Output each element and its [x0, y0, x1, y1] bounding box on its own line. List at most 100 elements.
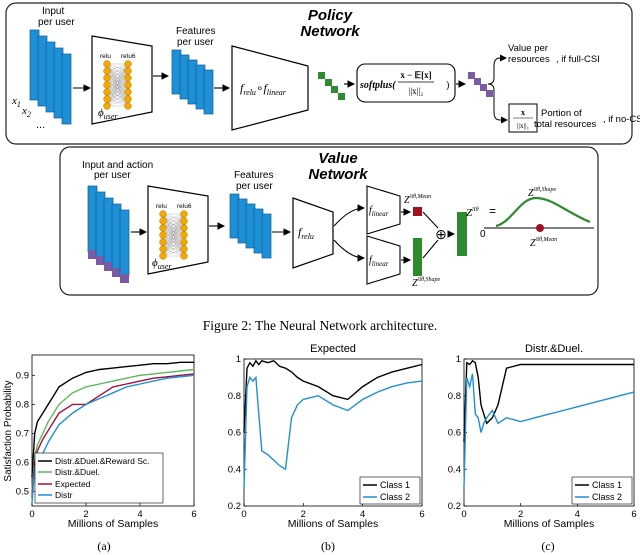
- value-features-label-1: Features: [234, 170, 273, 181]
- policy-input-stack: [29, 29, 72, 125]
- value-z-total-bar: [457, 212, 467, 256]
- chart-b-sublabel: (b): [321, 539, 335, 553]
- chart-c-ytick: 0.4: [448, 464, 461, 475]
- chart-b-legend-2: Class 2: [380, 492, 410, 502]
- svg-text:): ): [446, 80, 449, 91]
- policy-x2-label: x2: [21, 105, 31, 119]
- chart-a-xtick: 6: [191, 509, 196, 520]
- chart-c-ytick: 0.2: [448, 501, 461, 512]
- chart-b-title: Expected: [310, 343, 356, 355]
- chart-a-ytick: 0.6: [16, 457, 29, 468]
- neuron-node: [103, 67, 111, 75]
- svg-text:x − 𝔼[x]: x − 𝔼[x]: [400, 70, 431, 80]
- chart-b-xtick: 2: [301, 509, 306, 520]
- neuron-node: [159, 238, 167, 246]
- chart-a-legend: Distr.&Duel.&Reward Sc. Distr.&Duel. Exp…: [34, 452, 164, 504]
- value-features-stack: [229, 193, 272, 259]
- chart-a-xtick: 4: [137, 509, 142, 520]
- value-dist-curve: [495, 196, 591, 228]
- policy-portion-2: total resources: [534, 119, 597, 130]
- svg-text:||x||₁: ||x||₁: [517, 121, 530, 130]
- chart-c-ytick: 1: [456, 354, 461, 365]
- policy-portion-1: Portion of: [541, 108, 582, 119]
- value-title-line2: Network: [308, 166, 368, 183]
- neuron-node: [103, 88, 111, 96]
- policy-network-frame: [5, 2, 633, 145]
- value-dist-mean-label: Zπθ,Mean: [530, 235, 557, 249]
- value-flinear-bottom: flinear: [366, 235, 401, 285]
- policy-features-stack: [171, 49, 214, 115]
- neuron-node: [180, 231, 188, 239]
- policy-input-label-1: Input: [42, 6, 64, 17]
- value-z-mean-label: Zπθ,Mean: [404, 192, 431, 206]
- value-plus-symbol: ⊕: [435, 226, 447, 242]
- svg-text:||x||₂: ||x||₂: [409, 86, 424, 96]
- value-zero-label: 0: [480, 229, 486, 240]
- value-z-shape-label: Zπθ,Shape: [412, 275, 441, 289]
- policy-relu-label: relu: [100, 53, 111, 60]
- chart-a-sublabel: (a): [97, 539, 110, 553]
- neuron-node: [124, 60, 132, 68]
- chart-a-xtick: 0: [29, 509, 34, 520]
- neuron-node: [124, 88, 132, 96]
- value-input-stack: [87, 185, 130, 283]
- policy-phi-user-block: relu relu6 ϕuser: [91, 35, 153, 125]
- value-dist-shape-label: Zπθ,Shape: [528, 185, 557, 199]
- value-relu6-label: relu6: [177, 203, 192, 210]
- neuron-node: [180, 217, 188, 225]
- policy-green-output: [318, 72, 345, 100]
- svg-text:softplus(: softplus(: [359, 80, 396, 91]
- policy-dots: ...: [36, 119, 45, 131]
- chart-a: Satisfaction Probability Millions of Sam…: [3, 354, 197, 553]
- chart-a-ylabel: Satisfaction Probability: [3, 380, 14, 481]
- chart-b-xtick: 6: [419, 509, 424, 520]
- chart-c-xtick: 4: [575, 509, 580, 520]
- chart-b-ytick: 1: [236, 354, 241, 365]
- chart-a-legend-1: Distr.&Duel.&Reward Sc.: [55, 456, 149, 466]
- value-relu-label: relu: [156, 203, 167, 210]
- chart-c-legend-1: Class 1: [592, 480, 622, 490]
- value-frelu-block: frelu: [292, 197, 334, 269]
- value-z-shape-bar: [413, 238, 422, 276]
- svg-text:flinear: flinear: [369, 205, 389, 218]
- chart-a-xlabel: Millions of Samples: [68, 518, 158, 530]
- neuron-node: [159, 224, 167, 232]
- policy-title-line2: Network: [300, 23, 360, 40]
- chart-a-ytick: 0.8: [16, 399, 29, 410]
- chart-a-series-line: [31, 361, 194, 478]
- value-input-label-1: Input and action: [82, 160, 153, 171]
- neuron-node: [159, 210, 167, 218]
- policy-norm-box: x ||x||₁: [508, 103, 538, 133]
- chart-c-sublabel: (c): [541, 539, 554, 553]
- neuron-node: [124, 74, 132, 82]
- neuron-node: [180, 252, 188, 260]
- value-flinear-top: flinear: [366, 185, 401, 235]
- neuron-node: [159, 245, 167, 253]
- policy-title-line1: Policy: [308, 7, 353, 24]
- neuron-node: [103, 60, 111, 68]
- chart-c-series-line: [463, 373, 635, 488]
- chart-b-ytick: 0.6: [228, 428, 241, 439]
- chart-c-xtick: 2: [518, 509, 523, 520]
- policy-output-brace: [487, 57, 501, 121]
- neuron-node: [103, 81, 111, 89]
- chart-b-ytick: 0.8: [228, 391, 241, 402]
- svg-text:frelu: frelu: [298, 225, 314, 241]
- policy-input-label-2: per user: [38, 17, 75, 28]
- value-z-mean-cell: [413, 207, 422, 216]
- chart-b-legend-1: Class 1: [380, 480, 410, 490]
- chart-b-xlabel: Millions of Samples: [288, 518, 378, 530]
- chart-a-ytick: 0.9: [16, 370, 29, 381]
- neuron-node: [124, 81, 132, 89]
- neuron-node: [180, 210, 188, 218]
- neuron-node: [124, 102, 132, 110]
- chart-b-series-line: [243, 359, 423, 433]
- chart-c-ytick: 0.6: [448, 428, 461, 439]
- neuron-node: [103, 95, 111, 103]
- chart-c-xtick: 6: [631, 509, 636, 520]
- chart-c-legend: Class 1 Class 2: [571, 476, 633, 505]
- policy-softplus-box: softplus( x − 𝔼[x] ||x||₂ ): [356, 63, 456, 103]
- results-charts: Satisfaction Probability Millions of Sam…: [3, 343, 637, 553]
- policy-features-label-1: Features: [176, 26, 215, 37]
